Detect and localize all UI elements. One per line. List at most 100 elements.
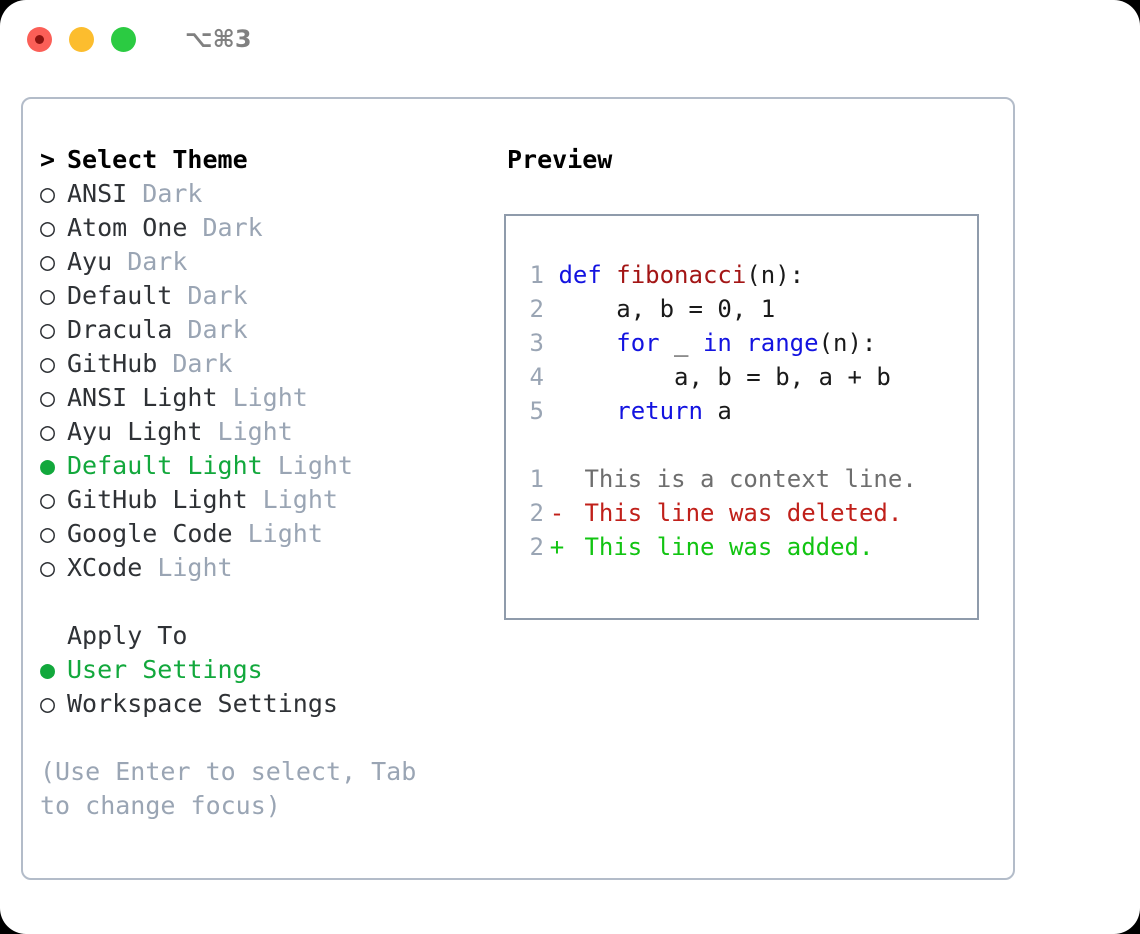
diff-line-ctx: 1 This is a context line. xyxy=(516,462,977,496)
radio-unselected-icon: ○ xyxy=(40,281,56,310)
gutter-space xyxy=(544,329,558,357)
theme-option-ayu[interactable]: ○Ayu Dark xyxy=(40,245,504,279)
theme-option-dracula[interactable]: ○ Dracula Dark xyxy=(40,313,504,347)
theme-options-list: ○ANSI Dark○Atom One Dark○Ayu Dark○Defaul… xyxy=(40,177,504,585)
radio-unselected-icon: ○ xyxy=(40,383,56,412)
line-number: 1 xyxy=(529,261,544,289)
code-token: range xyxy=(746,329,819,357)
code-token: return xyxy=(616,397,703,425)
spacer xyxy=(40,585,504,619)
line-number: 1 xyxy=(529,465,544,493)
code-line: 1 def fibonacci(n): xyxy=(516,258,977,292)
spacer xyxy=(516,428,977,462)
code-token: for xyxy=(616,329,660,357)
keyboard-shortcut-label: ⌥⌘3 xyxy=(185,25,252,53)
theme-picker-panel: >Select Theme ○ANSI Dark○Atom One Dark○A… xyxy=(21,97,1015,880)
apply-to-options-list: ●User Settings○ Workspace Settings xyxy=(40,653,504,721)
theme-option-tag: Light xyxy=(142,553,233,582)
radio-unselected-icon: ○ xyxy=(40,315,56,344)
radio-unselected-icon: ○ xyxy=(40,689,56,718)
theme-option-label: Default xyxy=(67,281,173,310)
select-theme-header: > Select Theme xyxy=(40,143,504,177)
theme-option-ayu-light[interactable]: ○Ayu Light Light xyxy=(40,415,504,449)
minimize-button[interactable] xyxy=(69,26,94,52)
maximize-button[interactable] xyxy=(111,26,136,52)
select-theme-label: Select Theme xyxy=(67,145,248,174)
line-number: 2 xyxy=(529,499,544,527)
window-controls xyxy=(27,26,136,52)
close-icon xyxy=(35,34,44,44)
apply-to-option-label: User Settings xyxy=(67,655,263,684)
theme-option-github[interactable]: ○ GitHub Dark xyxy=(40,347,504,381)
line-number: 4 xyxy=(529,363,544,391)
theme-option-xcode[interactable]: ○ XCode Light xyxy=(40,551,504,585)
theme-option-label: Ayu xyxy=(67,247,113,276)
theme-option-label: Google Code xyxy=(67,519,233,548)
code-line: 5 return a xyxy=(516,394,977,428)
theme-option-default[interactable]: ○ Default Dark xyxy=(40,279,504,313)
radio-unselected-icon: ○ xyxy=(40,349,56,378)
apply-to-label: Apply To xyxy=(67,621,188,650)
diff-line-text: This line was deleted. xyxy=(570,499,903,527)
keyboard-hint: (Use Enter to select, Tab to change focu… xyxy=(40,757,432,820)
apply-to-option-workspace-settings[interactable]: ○ Workspace Settings xyxy=(40,687,504,721)
line-number: 2 xyxy=(529,533,544,561)
theme-list-column: >Select Theme ○ANSI Dark○Atom One Dark○A… xyxy=(40,143,504,823)
theme-option-label: GitHub Light xyxy=(67,485,248,514)
code-token: def xyxy=(558,261,617,289)
gutter-space xyxy=(544,295,558,323)
close-button[interactable] xyxy=(27,26,52,52)
line-number: 2 xyxy=(529,295,544,323)
radio-unselected-icon: ○ xyxy=(40,247,56,276)
line-number: 5 xyxy=(529,397,544,425)
diff-line-del: 2- This line was deleted. xyxy=(516,496,977,530)
theme-option-atom-one[interactable]: ○Atom One Dark xyxy=(40,211,504,245)
theme-option-label: ANSI xyxy=(67,179,128,208)
theme-option-label: Dracula xyxy=(67,315,173,344)
apply-to-option-user-settings[interactable]: ●User Settings xyxy=(40,653,504,687)
theme-option-label: Default Light xyxy=(67,451,263,480)
theme-option-tag: Dark xyxy=(127,179,203,208)
diff-line-text: This is a context line. xyxy=(570,465,917,493)
theme-option-google-code[interactable]: ○Google Code Light xyxy=(40,517,504,551)
code-token: fibonacci xyxy=(616,261,747,289)
diff-marker-icon: - xyxy=(549,499,565,527)
theme-option-tag: Dark xyxy=(172,315,248,344)
code-line: 3 for _ in range(n): xyxy=(516,326,977,360)
code-token xyxy=(732,329,746,357)
diff-line-add: 2+ This line was added. xyxy=(516,530,977,564)
diff-line-text: This line was added. xyxy=(570,533,874,561)
theme-option-tag: Dark xyxy=(157,349,233,378)
theme-option-tag: Dark xyxy=(172,281,248,310)
code-token: (n): xyxy=(818,329,877,357)
radio-unselected-icon: ○ xyxy=(40,485,56,514)
apply-to-option-label: Workspace Settings xyxy=(67,689,338,718)
code-line: 4 a, b = b, a + b xyxy=(516,360,977,394)
theme-option-tag: Light xyxy=(247,485,338,514)
preview-title: Preview xyxy=(507,145,613,174)
theme-option-tag: Light xyxy=(232,519,323,548)
theme-option-tag: Light xyxy=(217,383,308,412)
theme-option-github-light[interactable]: ○ GitHub Light Light xyxy=(40,483,504,517)
theme-option-label: ANSI Light xyxy=(67,383,218,412)
code-token xyxy=(558,329,616,357)
radio-unselected-icon: ○ xyxy=(40,553,56,582)
gutter-space xyxy=(544,363,558,391)
apply-to-marker xyxy=(40,619,67,653)
theme-option-default-light[interactable]: ●Default Light Light xyxy=(40,449,504,483)
diff-sample: 1 This is a context line.2- This line wa… xyxy=(516,462,977,564)
theme-option-ansi-light[interactable]: ○ ANSI Light Light xyxy=(40,381,504,415)
theme-option-ansi[interactable]: ○ANSI Dark xyxy=(40,177,504,211)
title-bar: ⌥⌘3 xyxy=(0,0,1140,78)
theme-option-label: GitHub xyxy=(67,349,158,378)
code-token: a, b = 0, 1 xyxy=(558,295,776,323)
theme-option-label: Ayu Light xyxy=(67,417,203,446)
selection-caret-icon: > xyxy=(40,145,56,174)
theme-option-tag: Light xyxy=(262,451,353,480)
theme-option-label: XCode xyxy=(67,553,143,582)
code-token: a, b = b, a + b xyxy=(558,363,891,391)
apply-to-header: Apply To xyxy=(40,619,504,653)
theme-option-tag: Light xyxy=(202,417,293,446)
